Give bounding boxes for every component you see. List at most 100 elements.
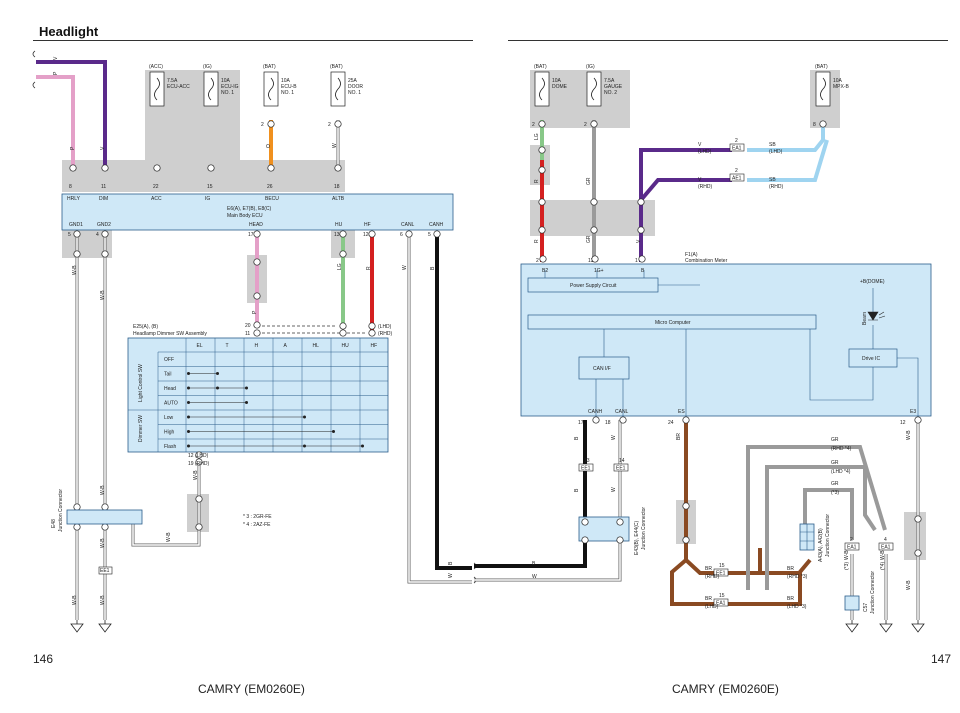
left-3-fuse-number: NO. 1 [348,90,361,96]
ground-icon [845,620,859,633]
connector-node [538,166,546,174]
connector-tag-label: AE1 [732,176,742,182]
right-0-fuse-rating: 10A [552,78,562,84]
wire-w-canl-r [474,420,622,582]
ground-icon [70,620,84,633]
ee1-tag-left-label: EE1 [100,568,110,574]
left-0-fuse-icon [154,77,160,101]
junction-c57-desc: Junction Connector [870,571,876,614]
ecu-top-pin-number: 8 [69,184,72,190]
left-3-fuse-icon [335,77,341,101]
connector-node [538,146,546,154]
wire-color-label: (LHD) [705,604,719,610]
meter-bottom-pin-label: CANL [615,409,629,415]
switch-contact-dot [361,444,364,448]
ecu-top-pin-label: HRLY [67,196,81,202]
switch-pin-number: 20 [245,323,251,329]
wire-w-canl-r-fill [474,420,621,581]
connector-node [682,416,690,424]
left-2-fuse-name: ECU-B [281,84,297,90]
connector-node [253,321,261,329]
wire-color-label: W-B [100,595,106,605]
connector-node [267,120,275,128]
connector-node [682,502,690,510]
left-3-fuse-name: DOOR [348,84,363,90]
connector-tag-pin: 2 [850,537,853,543]
right-2-fuse-icon [820,77,826,101]
right-footer-model: CAMRY (EM0260E) [672,682,779,696]
right-2-power-source: (BAT) [815,64,828,70]
connector-node [590,198,598,206]
connector-node [267,164,275,172]
ecu-top-pin-label: ACC [151,196,162,202]
wire-sb-rhd [747,139,829,182]
connector-node [819,120,827,128]
switch-contact-dot [332,430,335,433]
wire-color-label: W-B [166,532,172,542]
connector-node [334,164,342,172]
ecu-bottom-pin-number: 13 [334,232,340,238]
connector-node [195,458,203,466]
wire-w-canl-fill [408,232,472,583]
connector-tag-box [844,542,860,551]
switch-group-light: Light Control SW [138,364,144,402]
meter-internal-lines [544,270,919,416]
left-0-power-source: (ACC) [149,64,163,70]
wire-br-rhd [684,548,762,575]
ecu-bottom-pin-label: CANH [429,222,444,228]
ecu-top-pin-label: BECU [265,196,279,202]
wire-color-label: P [252,310,258,314]
connector-node [592,416,600,424]
ecu-bottom-pin-label: CANL [401,222,415,228]
wire-color-label: V [53,56,59,60]
ecu-bottom-pin-number: 5 [68,232,71,238]
dimmer-tag-lhd: 12 (LHD) [188,453,209,459]
switch-column-header: H [255,343,259,349]
wire-color-label: W [332,143,338,148]
connector-tag-pin: 2 [735,168,738,174]
switch-row-label: Low [164,415,174,421]
connector-tag-box [729,143,745,152]
ecu-bottom-pin-label: HU [335,222,343,228]
connector-node [590,226,598,234]
meter-bottom-pin-number: 18 [605,420,611,426]
left-1-power-source: (IG) [203,64,212,70]
connector-tag-pin: 14 [619,458,625,464]
wire-w-canl [407,232,472,584]
connector-tag-pin: 4 [884,537,887,543]
wire-color-label: W [611,487,617,492]
connector-node [616,536,624,544]
wire-color-label: LG [534,133,540,140]
switch-column-header: A [284,343,288,349]
connector-node [914,515,922,523]
ecu-bottom-pin-number: 4 [96,232,99,238]
connector-tag-pin: 2 [735,138,738,144]
connector-node [73,523,81,531]
ecu-top-pin-label: ALTB [332,196,345,202]
right-1-fuse-number: NO. 2 [604,90,617,96]
left-1-fuse-name: ECU-IG [221,84,239,90]
wire-color-label: B [430,266,436,270]
ecu-bottom-pin-number: 17 [248,232,254,238]
page-title: Headlight [39,24,99,39]
left-3-power-source: (BAT) [330,64,343,70]
dome-label: +B(DOME) [860,279,885,285]
ee1-tag-left [98,566,113,575]
wire-color-label: (LHD) [769,149,783,155]
connector-node [682,536,690,544]
wire-color-label: W-B [906,430,912,440]
right-2-fuse-rating: 10A [833,78,843,84]
switch-contact-dot [187,401,190,404]
wire-color-label: (LHD *4) [831,469,851,475]
connector-node [101,250,109,258]
connector-node [538,198,546,206]
connector-node [195,523,203,531]
switch-name: E25(A), (B) [133,324,158,330]
led-icon [867,311,879,321]
switch-row-label: High [164,430,175,436]
connector-tag-label: EA1 [881,545,891,551]
connector-node [73,230,81,238]
